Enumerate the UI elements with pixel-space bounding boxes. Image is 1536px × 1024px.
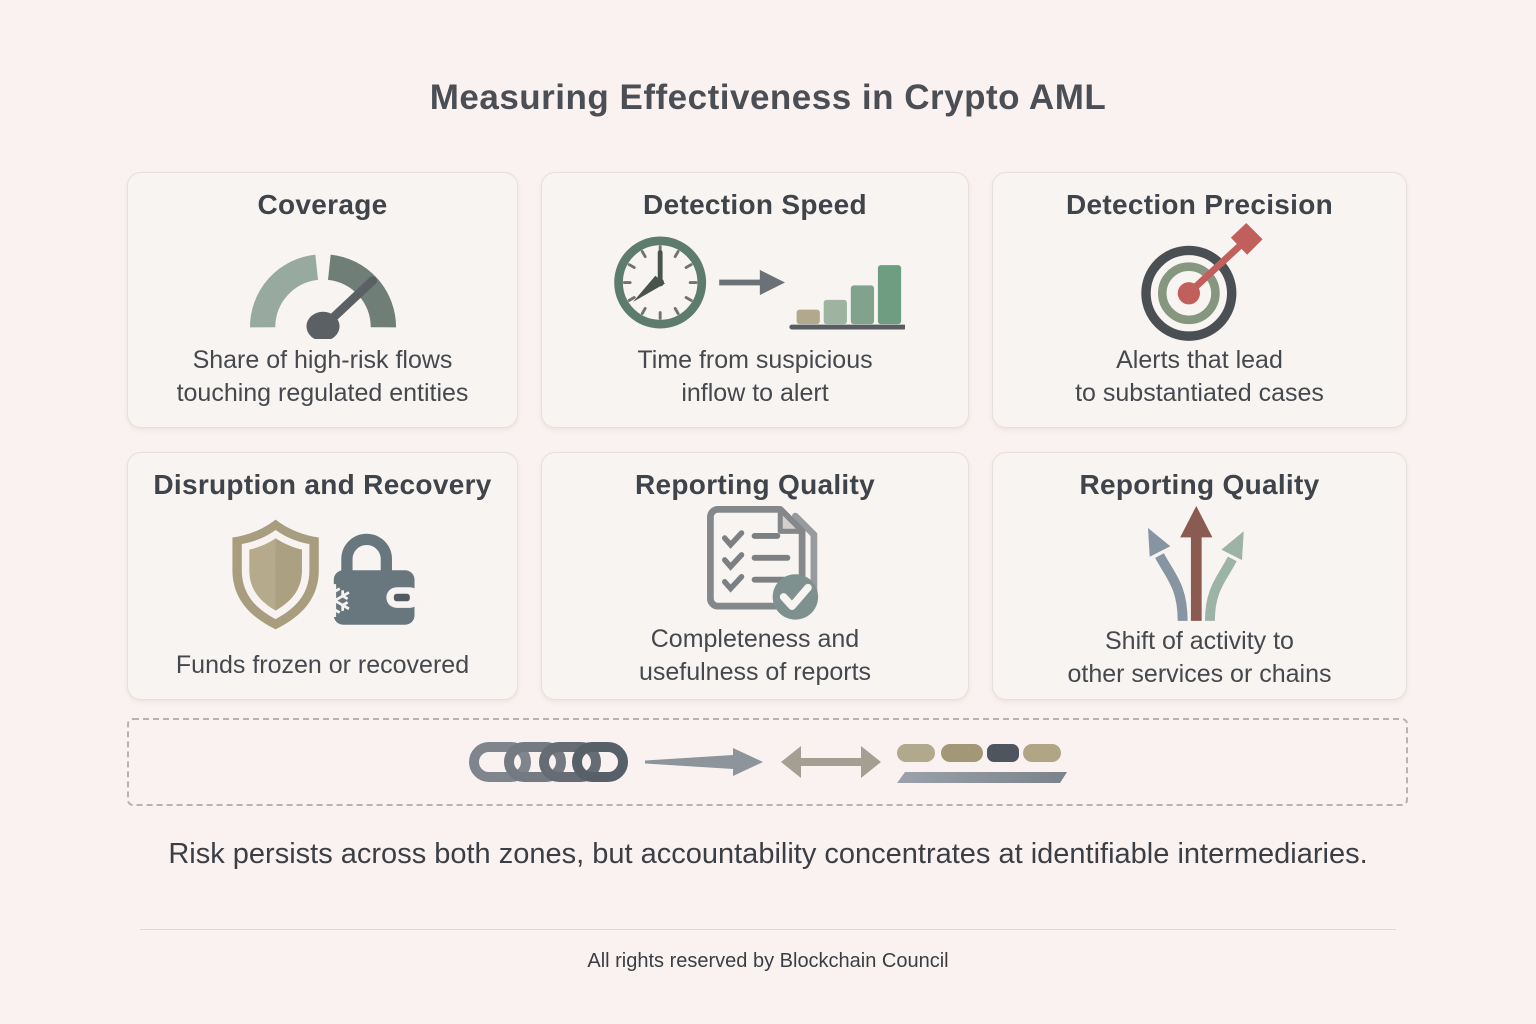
checklist-check-icon [556, 501, 954, 623]
right-arrow-icon [644, 748, 763, 776]
card-title: Disruption and Recovery [153, 469, 492, 500]
card-description: Shift of activity to other services or c… [1067, 627, 1332, 688]
card-title: Coverage [257, 189, 388, 220]
card-coverage: Coverage Share of high-risk flows touchi… [127, 172, 518, 428]
page-title: Measuring Effectiveness in Crypto AML [429, 78, 1107, 117]
segmented-bars-icon [896, 744, 1067, 783]
svg-text:❄: ❄ [315, 575, 353, 628]
card-activity-shift: Reporting Quality Shift of activity to o… [992, 452, 1407, 700]
card-description: Share of high-risk flows touching regula… [176, 346, 469, 407]
card-reporting-quality: Reporting Quality [541, 452, 969, 700]
clock-arrow-bars-icon [556, 221, 954, 344]
footer-copyright: All rights reserved by Blockchain Counci… [587, 950, 949, 972]
target-arrow-icon [1007, 221, 1392, 344]
card-detection-speed: Detection Speed [541, 172, 969, 428]
card-disruption-recovery: Disruption and Recovery ❄ Funds frozen o… [127, 452, 518, 700]
summary-text: Risk persists across both zones, but acc… [168, 838, 1368, 870]
metric-card-grid: Coverage Share of high-risk flows touchi… [127, 172, 1408, 700]
double-arrow-icon [780, 746, 881, 778]
card-detection-precision: Detection Precision Alerts that lead to … [992, 172, 1407, 428]
card-title: Reporting Quality [1079, 469, 1320, 500]
card-description: Completeness and usefulness of reports [638, 625, 872, 686]
diverging-arrows-icon [1007, 501, 1392, 625]
card-title: Detection Speed [643, 189, 867, 220]
card-description: Funds frozen or recovered [175, 650, 470, 679]
footer-divider [140, 929, 1396, 930]
card-title: Reporting Quality [635, 469, 875, 500]
card-title: Detection Precision [1065, 189, 1334, 220]
shield-frozen-wallet-icon: ❄ [142, 501, 503, 649]
card-description: Alerts that lead to substantiated cases [1075, 346, 1324, 407]
flow-strip [127, 718, 1408, 806]
gauge-icon [142, 221, 503, 344]
card-description: Time from suspicious inflow to alert [637, 346, 873, 407]
chain-links-icon [468, 742, 628, 782]
